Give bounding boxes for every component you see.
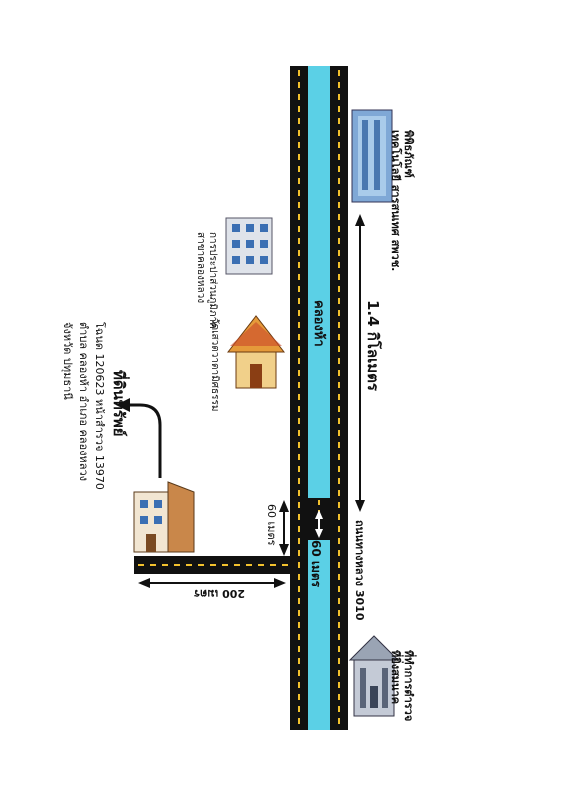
building-label-line1: การประปาส่วนภูมิภาค xyxy=(207,232,218,329)
building-label-line2: สาขาคลองหลวง xyxy=(195,232,206,303)
distance-main-arrow xyxy=(355,214,365,512)
land-title: ที่ดินทรัพย์ xyxy=(110,370,130,437)
distance-60-arrow-b xyxy=(315,510,323,538)
pointer-arrow xyxy=(116,398,162,478)
road-3010-label: ถนนทางหลวง 3010 xyxy=(353,520,366,621)
museum-label-line2: เทคโนโลยี สารสนเทศ สพวช. xyxy=(389,130,403,271)
police-label: ที่ทำการตำรวจ ที่ยิ่งสมนาค xyxy=(389,650,417,725)
distance-60-label-b: 60 เมตร xyxy=(309,540,323,588)
building-label: การประปาส่วนภูมิภาค สาขาคลองหลวง xyxy=(195,232,218,332)
house-icon xyxy=(133,481,195,553)
land-line1: โฉนด 120623 หน้าสำรวจ 13970 xyxy=(93,322,107,490)
distance-60-label-a: 60 เมตร xyxy=(265,504,278,546)
museum-icon xyxy=(351,109,393,203)
land-line2: ตำบล คลองห้า อำเภอ คลองหลวง xyxy=(77,322,90,481)
distance-200-label: 200 เมตร xyxy=(194,587,245,600)
museum-label: พิพิธภัณฑ์ เทคโนโลยี สารสนเทศ สพวช. xyxy=(389,130,415,271)
canal xyxy=(308,66,330,730)
distance-main-label: 1.4 กิโลเมตร xyxy=(364,300,383,392)
canal-label: คลองห้า xyxy=(311,300,327,347)
distance-60-arrow-a xyxy=(279,500,289,556)
police-station-icon xyxy=(348,635,400,717)
main-road-group xyxy=(134,66,348,730)
land-line3: จังหวัด ปทุมธานี xyxy=(61,322,74,400)
police-label-line2: ที่ยิ่งสมนาค xyxy=(389,650,404,704)
temple-icon xyxy=(226,315,286,389)
temple-label: วัดเสวตวาตามิศธรรม xyxy=(209,318,220,411)
distance-200-arrow xyxy=(138,578,286,588)
museum-label-line1: พิพิธภัณฑ์ xyxy=(402,130,415,178)
police-label-line1: ที่ทำการตำรวจ xyxy=(402,650,417,721)
building-icon xyxy=(225,217,273,275)
